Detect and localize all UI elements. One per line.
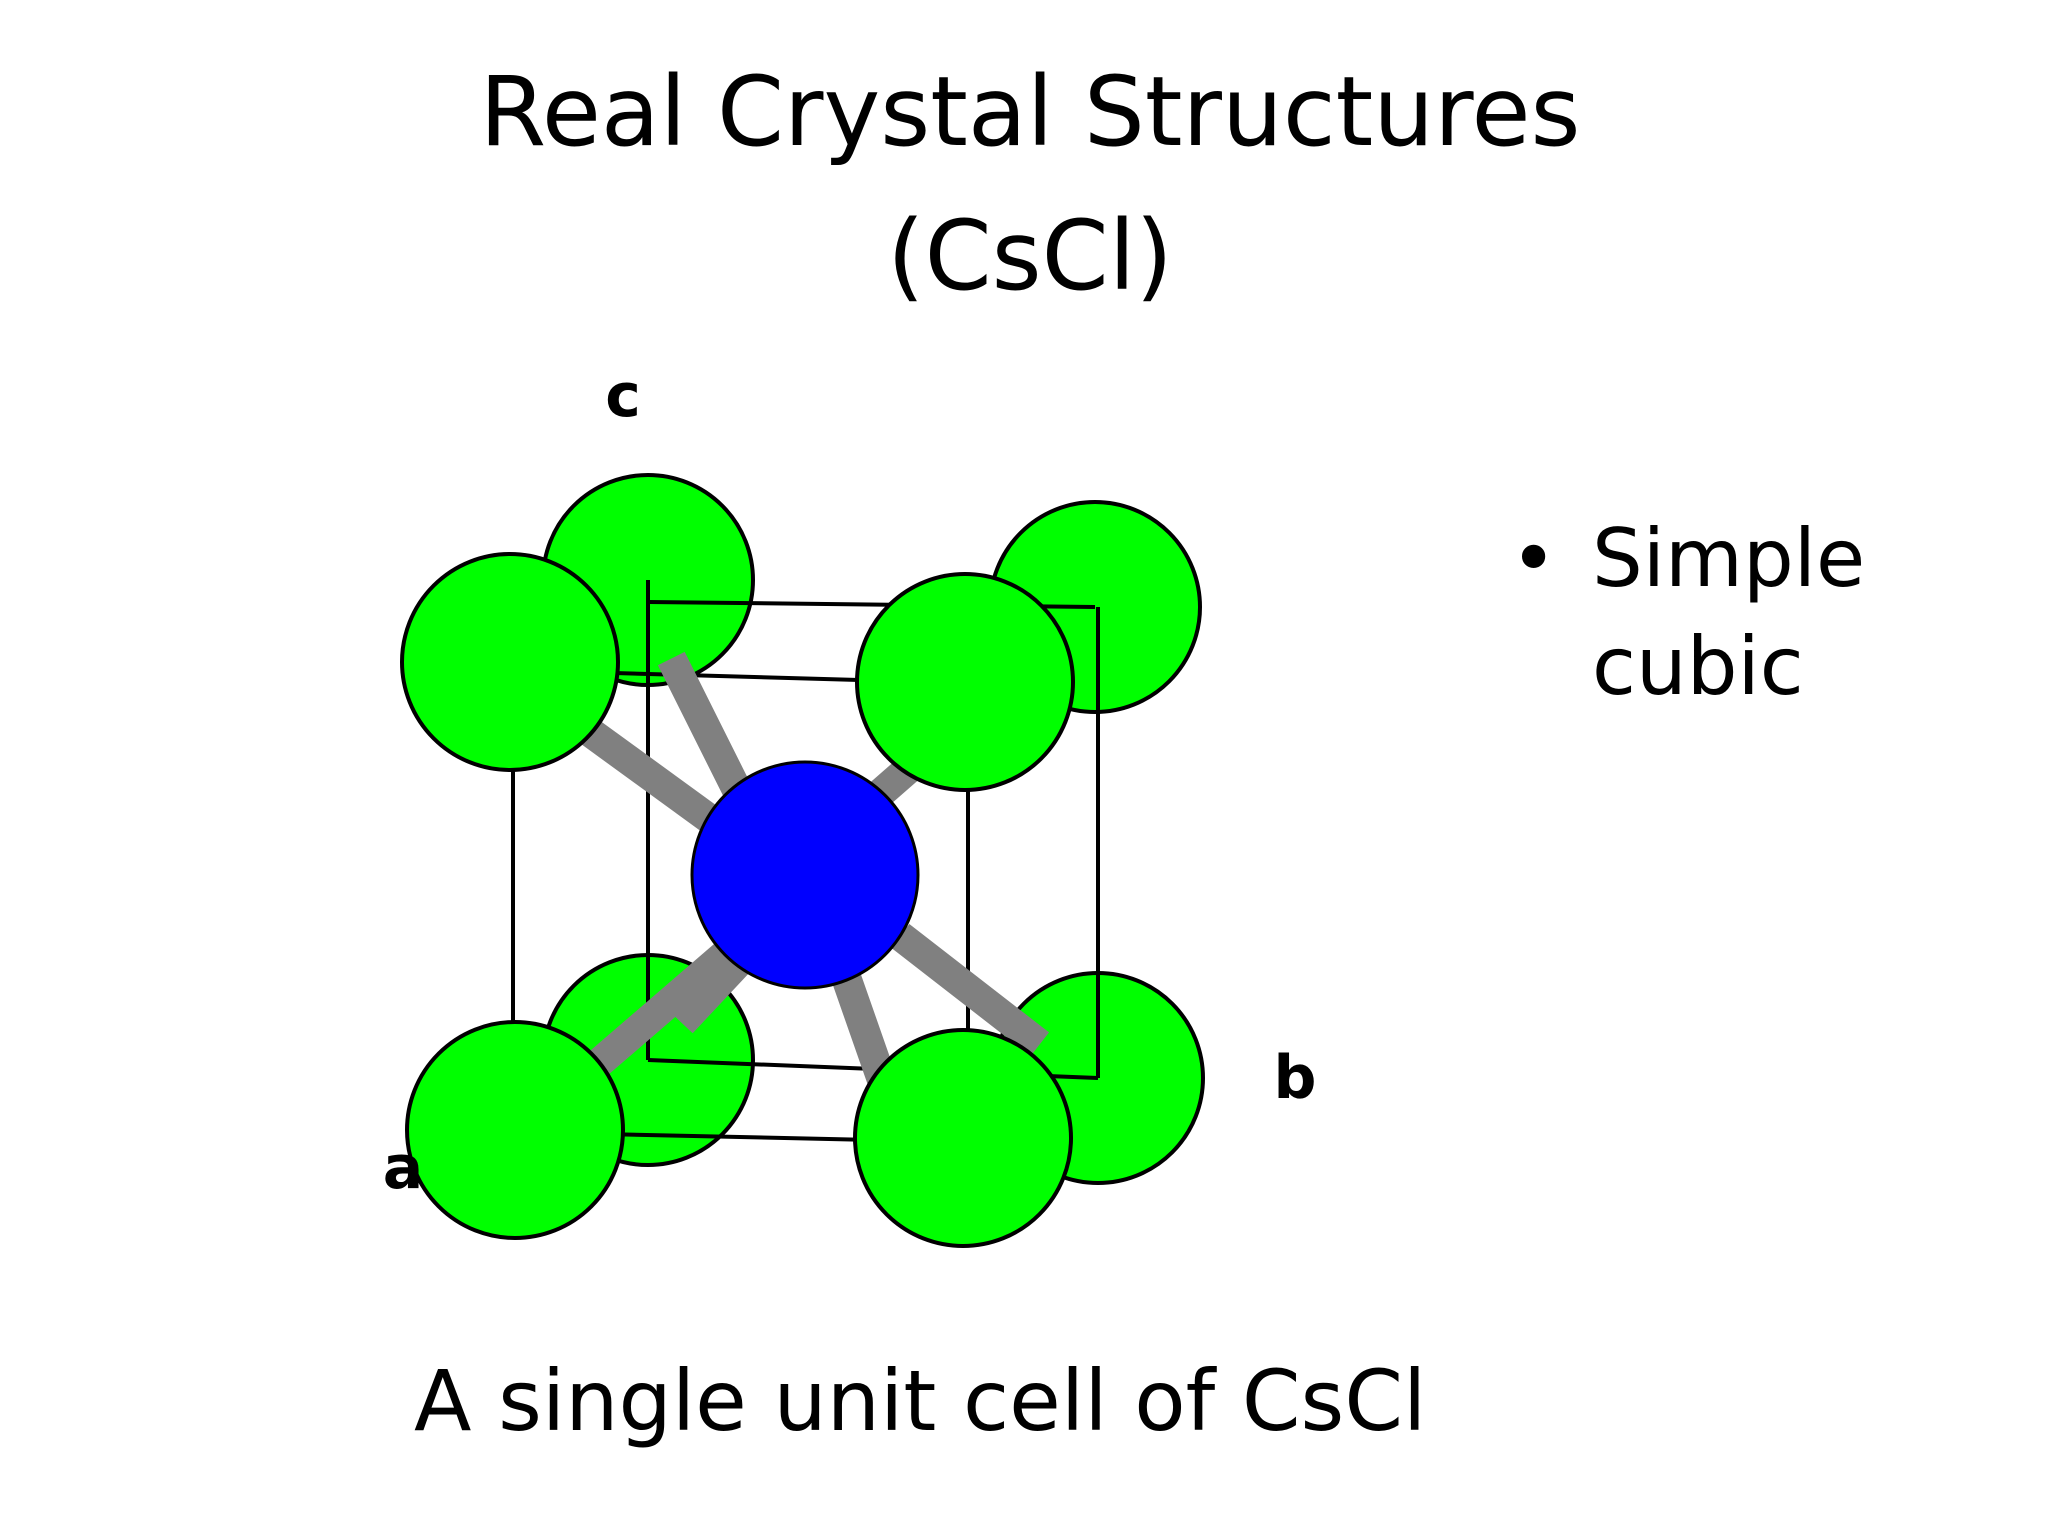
slide-title-line-1: Real Crystal Structures	[479, 56, 1581, 168]
bullet-item: • Simple cubic	[1500, 505, 1960, 721]
slide-title-line-2: (CsCl)	[887, 200, 1173, 312]
bond-front-bottom-left	[563, 928, 752, 1097]
axis-label-a: a	[383, 1133, 424, 1203]
bond-back-bottom-right	[890, 923, 1050, 1057]
center-atom	[690, 760, 920, 990]
bullet-text-line-1: Simple	[1592, 512, 1866, 605]
cscl-unit-cell-diagram: c b a	[383, 380, 1317, 1248]
bullet-point-icon: •	[1510, 512, 1558, 605]
axis-label-c: c	[605, 380, 641, 431]
corner-atom-front-bottom-right	[853, 1028, 1073, 1248]
bond-back-top-left	[657, 651, 753, 801]
axis-label-b: b	[1274, 1043, 1317, 1113]
front-corner-atoms	[400, 552, 1075, 1248]
bond-front-top-left	[569, 711, 743, 849]
bullet-list: • Simple cubic	[1500, 505, 1960, 721]
bullet-text-line-2: cubic	[1592, 620, 1804, 713]
corner-atom-front-top-left	[400, 552, 620, 772]
diagram-caption: A single unit cell of CsCl	[414, 1352, 1427, 1450]
corner-atom-front-top-right	[855, 572, 1075, 792]
corner-atom-front-bottom-left	[405, 1020, 625, 1240]
